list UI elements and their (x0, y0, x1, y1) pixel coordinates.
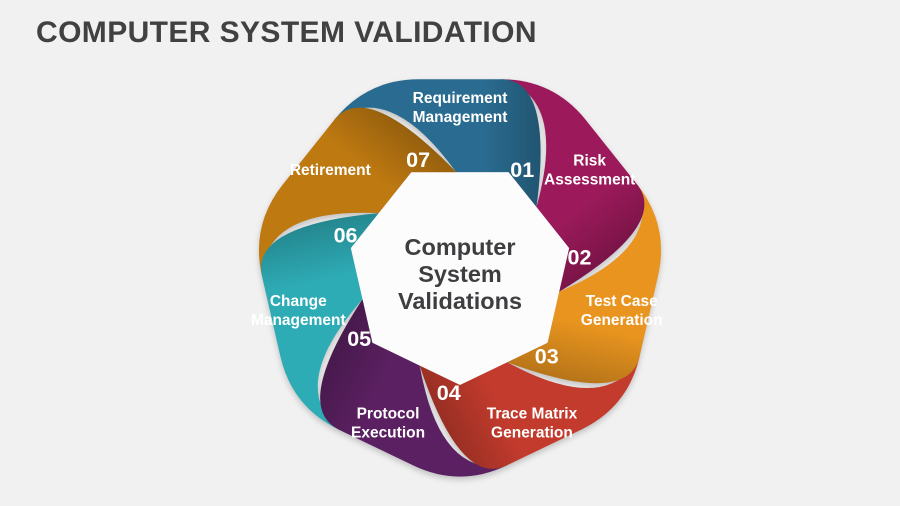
segment-number-04: 04 (437, 381, 461, 405)
segment-label-07: Retirement (290, 162, 371, 179)
segment-number-03: 03 (535, 345, 559, 369)
segment-number-06: 06 (334, 223, 358, 247)
center-heptagon (350, 172, 570, 385)
ribbon-segment-02 (501, 79, 645, 292)
segment-number-02: 02 (567, 245, 591, 269)
diagram-center-title: Computer System Validations (350, 228, 570, 320)
center-line-1: Computer (404, 233, 516, 260)
ribbon-segment-06 (261, 213, 379, 430)
segment-number-05: 05 (347, 327, 371, 351)
ribbon-segment-05 (320, 299, 508, 477)
ribbon-group (258, 79, 662, 477)
segment-number-01: 01 (510, 158, 534, 182)
ribbon-segment-03 (507, 184, 662, 384)
ribbon-segment-01 (334, 79, 541, 207)
center-line-2: System (418, 260, 502, 287)
segment-number-07: 07 (406, 148, 430, 172)
page-title: COMPUTER SYSTEM VALIDATION (36, 16, 537, 49)
center-line-3: Validations (397, 287, 523, 314)
ribbon-segment-04 (419, 356, 640, 469)
ribbon-segment-07-tail (334, 107, 457, 173)
